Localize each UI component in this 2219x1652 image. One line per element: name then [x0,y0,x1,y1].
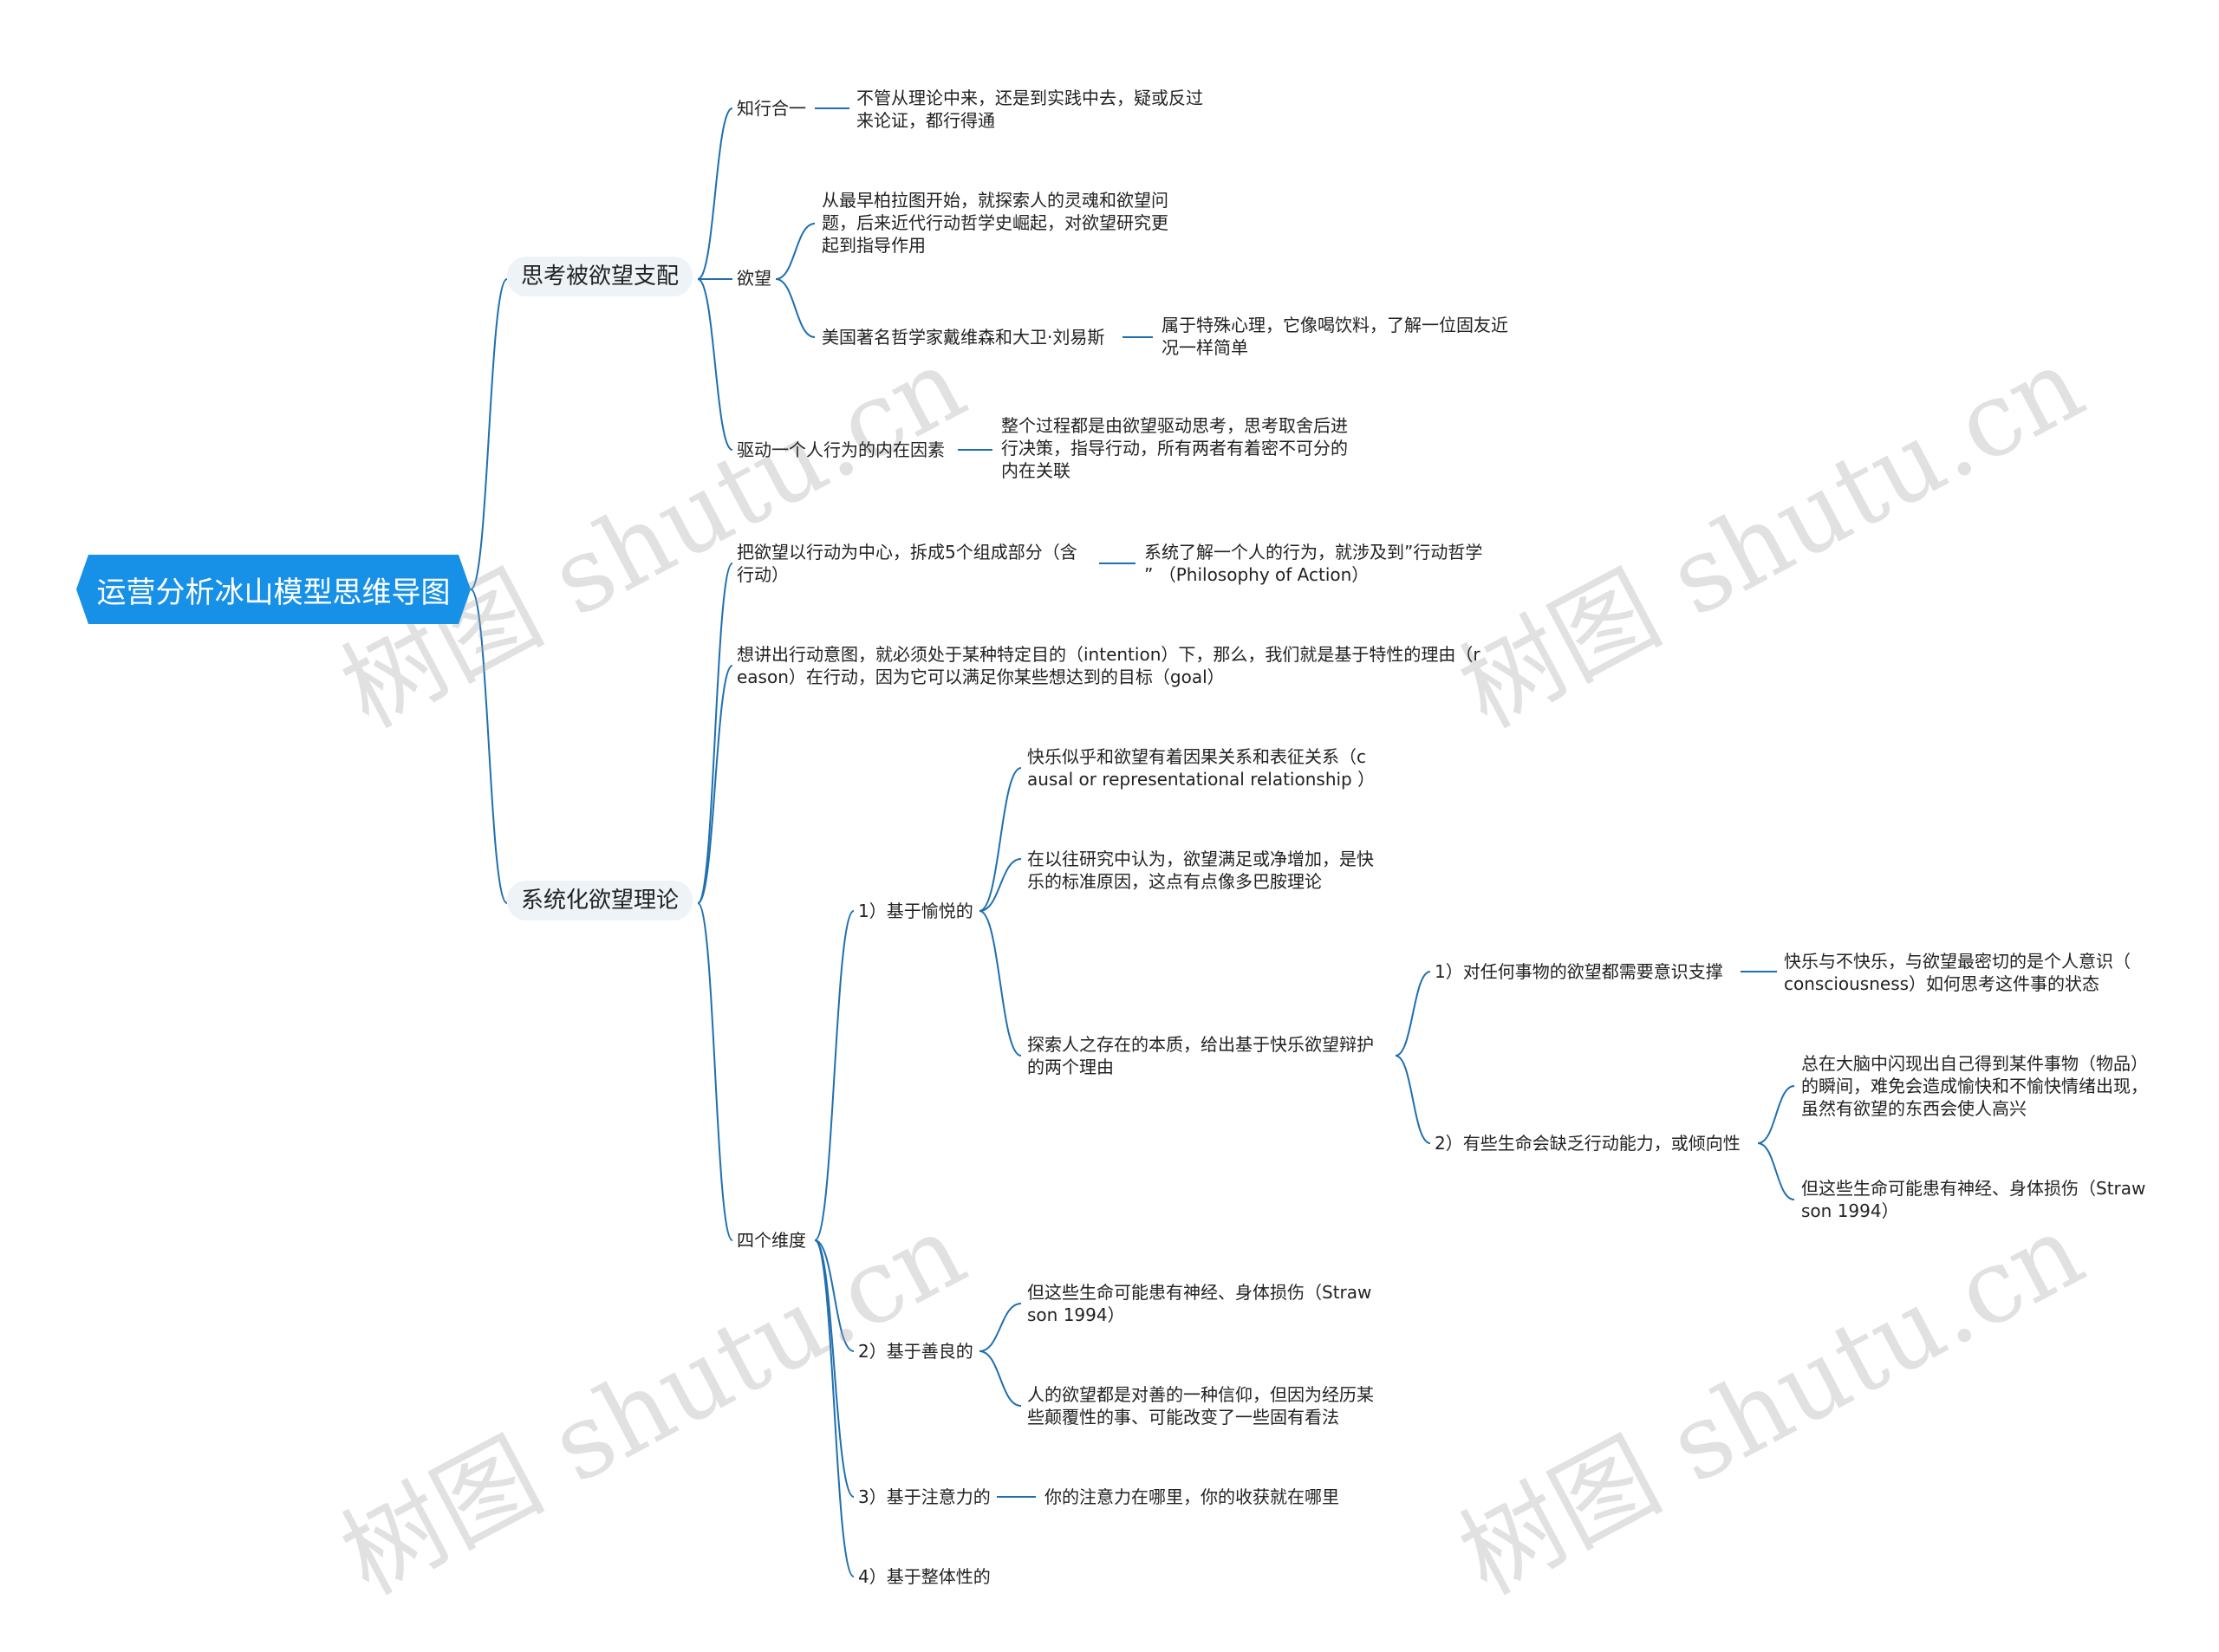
connector [697,278,733,451]
connector-root-b1 [470,278,508,590]
connector [1757,1085,1795,1144]
node-five-components[interactable]: 把欲望以行动为中心，拆成5个组成部分（含 行动） [737,542,1077,585]
node-desire-plato[interactable]: 从最早柏拉图开始，就探索人的灵魂和欲望问 题，后来近代行动哲学史崛起，对欲望研究… [822,190,1168,256]
node-four-dimensions[interactable]: 四个维度 [737,1230,806,1251]
node-attention-detail[interactable]: 你的注意力在哪里，你的收获就在哪里 [1044,1486,1339,1507]
connector [979,767,1022,912]
connector [814,1239,855,1352]
node-reason-lack-of-action[interactable]: 2）有些生命会缺乏行动能力，或倾向性 [1435,1133,1741,1154]
node-davidson-lewis[interactable]: 美国著名哲学家戴维森和大卫·刘易斯 [822,327,1105,348]
connector [979,858,1022,912]
connector [979,1303,1022,1352]
node-goodness-belief[interactable]: 人的欲望都是对善的一种信仰，但因为经历某 些颠覆性的事、可能改变了一些固有看法 [1027,1384,1374,1428]
connector [1395,971,1431,1057]
node-dim-pleasure[interactable]: 1）基于愉悦的 [858,901,973,921]
node-lack-detail-1[interactable]: 总在大脑中闪现出自己得到某件事物（物品） 的瞬间，难免会造成愉快和不愉快情绪出现… [1801,1053,2148,1119]
connector [697,563,733,904]
connector [697,902,733,1241]
node-consciousness-detail[interactable]: 快乐与不快乐，与欲望最密切的是个人意识（ consciousness）如何思考这… [1784,951,2131,994]
node-goodness-strawson[interactable]: 但这些生命可能患有神经、身体损伤（Straw son 1994） [1027,1282,1372,1325]
node-unity-of-knowledge-action[interactable]: 知行合一 [737,98,806,119]
node-dim-attention[interactable]: 3）基于注意力的 [858,1486,991,1507]
connector [1395,1055,1431,1144]
branch-desire-dominates-thinking[interactable]: 思考被欲望支配 [507,257,693,296]
connector [979,910,1022,1057]
node-dim-wholeness[interactable]: 4）基于整体性的 [858,1566,991,1587]
node-desire[interactable]: 欲望 [737,268,771,289]
connector [775,278,816,338]
node-pleasure-dopamine[interactable]: 在以往研究中认为，欲望满足或净增加，是快 乐的标准原因，这点有点像多巴胺理论 [1027,849,1374,892]
node-reason-consciousness[interactable]: 1）对任何事物的欲望都需要意识支撑 [1435,961,1723,982]
connector [1757,1142,1795,1200]
node-inner-drivers-detail[interactable]: 整个过程都是由欲望驱动思考，思考取舍后进 行决策，指导行动，所有两者有着密不可分… [1001,415,1348,481]
node-dim-goodness[interactable]: 2）基于善良的 [858,1341,973,1362]
connector [697,665,733,904]
connector [775,223,816,280]
connector [814,1239,855,1498]
connector [814,910,855,1241]
node-action-intention[interactable]: 想讲出行动意图，就必须处于某种特定目的（intention）下，那么，我们就是基… [737,644,1480,687]
connector [979,1350,1022,1407]
root-node[interactable]: 运营分析冰山模型思维导图 [76,555,471,624]
branch-systematic-desire-theory[interactable]: 系统化欲望理论 [507,881,693,920]
node-special-psychology[interactable]: 属于特殊心理，它像喝饮料，了解一位固友近 况一样简单 [1162,315,1508,358]
connector [814,1239,855,1577]
node-lack-detail-2[interactable]: 但这些生命可能患有神经、身体损伤（Straw son 1994） [1801,1178,2146,1221]
connector [697,107,733,280]
node-unity-detail[interactable]: 不管从理论中来，还是到实践中去，疑或反过 来论证，都行得通 [856,88,1203,131]
node-pleasure-causal[interactable]: 快乐似乎和欲望有着因果关系和表征关系（c ausal or representa… [1027,746,1376,790]
node-inner-drivers[interactable]: 驱动一个人行为的内在因素 [737,439,945,460]
node-philosophy-of-action[interactable]: 系统了解一个人的行为，就涉及到”行动哲学 ” （Philosophy of Ac… [1144,542,1483,585]
node-pleasure-two-reasons[interactable]: 探索人之存在的本质，给出基于快乐欲望辩护 的两个理由 [1027,1034,1374,1077]
connector-root-b2 [470,589,508,904]
